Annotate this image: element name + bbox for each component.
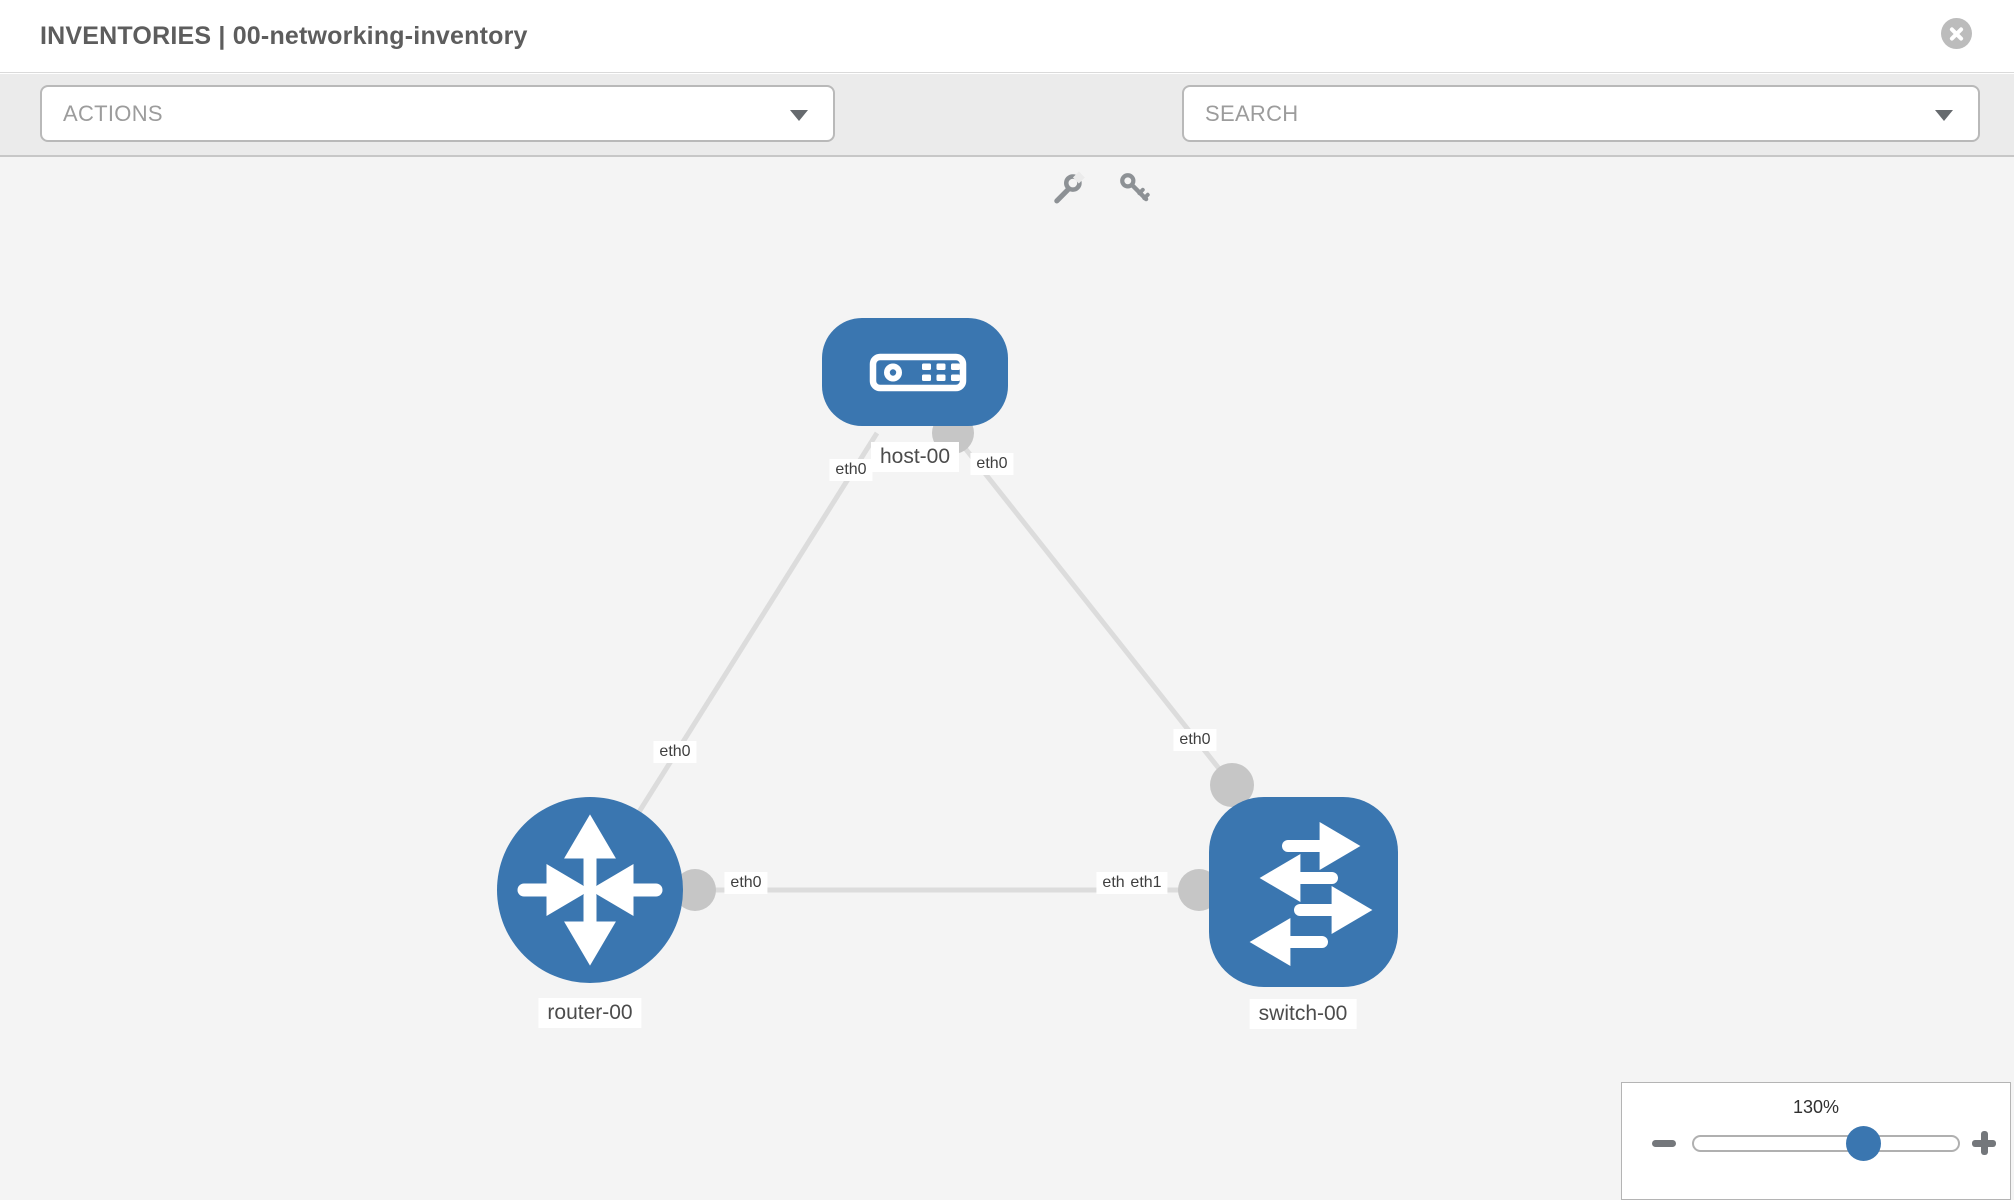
interface-label: eth0 bbox=[1173, 729, 1217, 751]
actions-dropdown[interactable]: ACTIONS bbox=[40, 85, 835, 142]
node-label-switch: switch-00 bbox=[1249, 999, 1357, 1029]
close-button[interactable] bbox=[1941, 18, 1972, 49]
panel-header: INVENTORIES | 00-networking-inventory bbox=[0, 0, 2014, 73]
zoom-control-panel: 130% bbox=[1621, 1082, 2011, 1200]
interface-dot-switch-top bbox=[1210, 763, 1254, 807]
wrench-icon bbox=[1054, 171, 1085, 204]
zoom-slider-handle[interactable] bbox=[1846, 1126, 1881, 1161]
node-label-router: router-00 bbox=[538, 998, 642, 1028]
page-title: INVENTORIES | 00-networking-inventory bbox=[40, 22, 528, 50]
topology-canvas[interactable] bbox=[0, 157, 2014, 1200]
node-router-00[interactable] bbox=[497, 797, 683, 983]
zoom-percentage: 130% bbox=[1792, 1097, 1840, 1117]
search-dropdown-label: SEARCH bbox=[1205, 100, 1299, 126]
chevron-down-icon bbox=[1935, 109, 1953, 121]
zoom-in-button[interactable] bbox=[1972, 1131, 1996, 1155]
interface-dot-router bbox=[674, 869, 716, 911]
zoom-out-button[interactable] bbox=[1652, 1140, 1676, 1147]
search-dropdown[interactable]: SEARCH bbox=[1182, 85, 1980, 142]
router-icon bbox=[517, 814, 663, 966]
interface-label: eth0 bbox=[724, 872, 768, 894]
link-host-switch[interactable] bbox=[951, 431, 1234, 787]
actions-dropdown-label: ACTIONS bbox=[63, 100, 163, 126]
wrench-button[interactable] bbox=[1049, 170, 1085, 206]
switch-icon bbox=[1249, 822, 1373, 966]
node-switch-00[interactable] bbox=[1209, 797, 1398, 987]
chevron-down-icon bbox=[790, 109, 808, 121]
zoom-slider[interactable] bbox=[1692, 1135, 1960, 1152]
node-label-host: host-00 bbox=[870, 442, 960, 472]
server-icon bbox=[869, 353, 967, 392]
key-button[interactable] bbox=[1117, 170, 1153, 206]
node-host-00[interactable] bbox=[822, 318, 1008, 426]
interface-label: eth1 bbox=[1124, 872, 1168, 894]
interface-label: eth0 bbox=[653, 741, 697, 763]
interface-label: eth0 bbox=[970, 453, 1014, 475]
toolbar: ACTIONS SEARCH bbox=[0, 74, 2014, 204]
interface-label: eth0 bbox=[829, 459, 873, 481]
key-icon bbox=[1120, 173, 1150, 202]
